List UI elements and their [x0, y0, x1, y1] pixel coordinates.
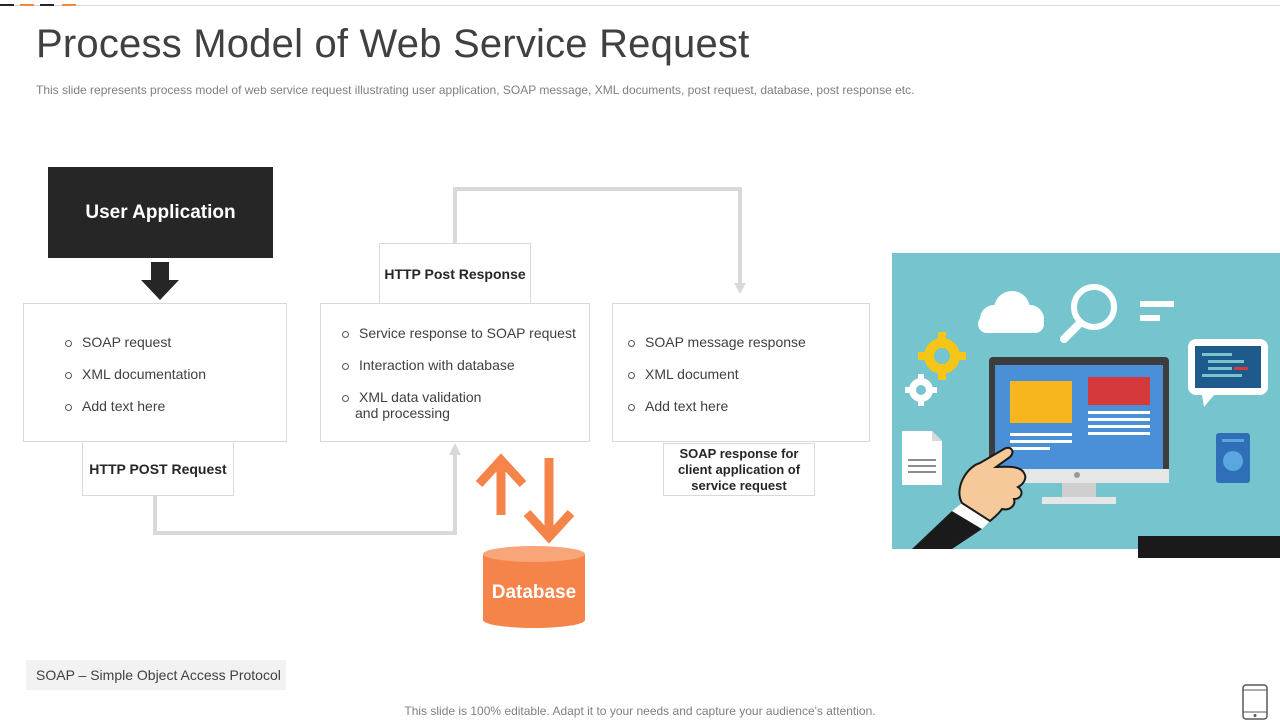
- list-item: Add text here: [628, 398, 806, 415]
- document-icon: [902, 431, 942, 485]
- chat-bubble-icon: [1188, 339, 1268, 407]
- header-dash: [40, 4, 54, 6]
- abbreviation-text: SOAP – Simple Object Access Protocol: [36, 667, 281, 683]
- page-subtitle: This slide represents process model of w…: [36, 83, 915, 97]
- up-arrow-icon: [475, 453, 527, 515]
- list-item: SOAP request: [65, 334, 206, 366]
- web-service-illustration: [892, 253, 1280, 549]
- tablet-icon: [1242, 684, 1268, 720]
- dash-icon: [1140, 315, 1160, 321]
- list-item-continuation: and processing: [355, 405, 450, 421]
- connector-arrowhead: [734, 283, 746, 294]
- header-dash: [62, 4, 76, 6]
- http-post-request-tag: HTTP POST Request: [82, 441, 234, 496]
- soap-response-tag: SOAP response for client application of …: [663, 443, 815, 496]
- down-arrow-orange-icon: [523, 458, 575, 544]
- list-item: XML document: [628, 366, 806, 398]
- user-application-box: User Application: [48, 167, 273, 258]
- abbreviation-note: SOAP – Simple Object Access Protocol: [26, 660, 286, 690]
- list-item: XML documentation: [65, 366, 206, 398]
- header-dash: [20, 4, 34, 6]
- right-card: SOAP message response XML document Add t…: [612, 303, 870, 442]
- page-title: Process Model of Web Service Request: [36, 22, 750, 66]
- gear-icon: [918, 332, 966, 380]
- phone-icon: [1216, 433, 1250, 483]
- list-item: Add text here: [65, 398, 206, 415]
- database-label: Database: [491, 582, 577, 603]
- middle-card: Service response to SOAP request Interac…: [320, 303, 590, 442]
- list-item: SOAP message response: [628, 334, 806, 366]
- list-item: XML data validation: [342, 389, 576, 406]
- decorative-strip: [1138, 536, 1280, 558]
- magnifier-icon: [1060, 284, 1117, 343]
- gear-icon: [905, 374, 937, 406]
- list-item: Interaction with database: [342, 357, 576, 389]
- header-dash: [0, 4, 14, 6]
- monitor-icon: [989, 357, 1169, 504]
- user-application-label: User Application: [85, 201, 236, 223]
- connector-arrowhead: [449, 443, 461, 455]
- list-item: Service response to SOAP request: [342, 325, 576, 357]
- dash-icon: [1140, 301, 1174, 307]
- left-card: SOAP request XML documentation Add text …: [23, 303, 287, 442]
- top-rule: [0, 5, 1280, 6]
- footer-note: This slide is 100% editable. Adapt it to…: [404, 704, 876, 718]
- cloud-icon: [978, 291, 1044, 333]
- down-arrow-icon: [141, 262, 179, 300]
- http-post-response-tag: HTTP Post Response: [379, 243, 531, 304]
- pointing-hand-icon: [912, 446, 1027, 549]
